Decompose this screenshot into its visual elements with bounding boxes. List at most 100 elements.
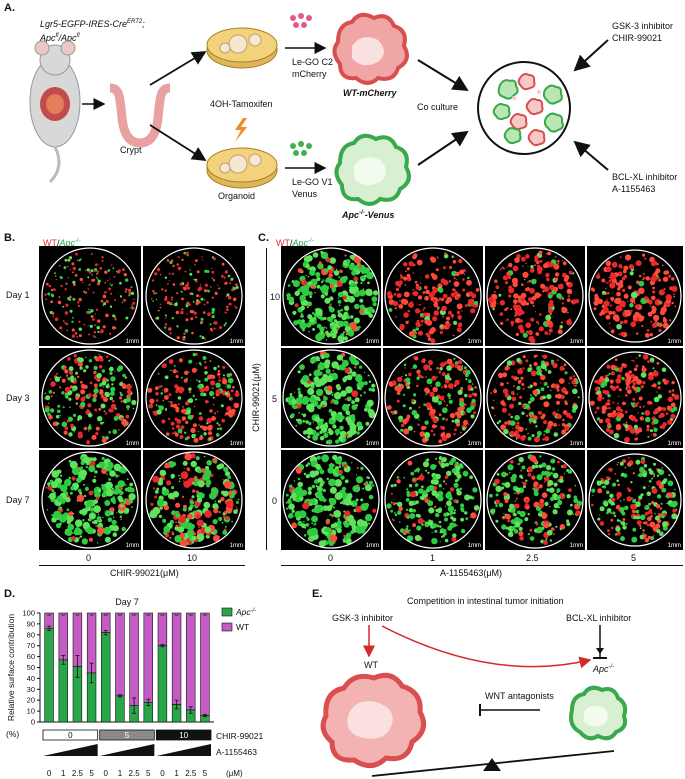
micrograph [145,349,243,447]
micrograph [588,351,682,445]
mouse-genotype-line1: Lgr5-EGFP-IRES-CreERT2; [40,19,145,29]
bar-wt [157,612,168,647]
y-tick-label: 100 [22,609,35,618]
coculture-well-icon [477,61,571,155]
apc-organoid-icon [334,133,411,206]
x-tick-label: 5 [89,769,94,778]
micrograph [486,349,584,447]
y-tick-label: 60 [27,652,35,661]
chart-title: Day 7 [115,597,139,607]
micrograph [282,349,380,447]
y-axis-label: Relative surface contribution [6,614,16,722]
x-tick-label: 1 [118,769,123,778]
concentration-ramp [99,744,155,756]
organoid-label: Organoid [218,191,256,201]
legend-swatch-apc [221,607,233,617]
image-tile: 1mm [281,348,381,448]
y-tick-label: 70 [27,641,35,650]
image-tile: 1mm [587,246,683,346]
x-tick-label: 0 [160,769,165,778]
y-tick-label: 0 [31,718,35,727]
mouse-icon [29,40,81,184]
vector1-line2: mCherry [292,69,327,79]
x-tick-label: 2.5 [72,769,84,778]
bar-wt [143,612,153,703]
x-tick-label: 5 [203,769,208,778]
apc-venus-label: Apc-/--Venus [342,210,395,220]
group-row-label: CHIR-99021 [216,731,264,741]
micrograph [588,249,682,343]
image-tile: 1mm [383,450,483,550]
image-tile: 1mm [143,450,245,550]
micrograph [282,247,380,345]
legend-label-apc: Apc-/- [235,607,256,617]
col-label: 5 [631,553,637,563]
image-tile: 1mm [485,348,585,448]
bar-wt [171,612,182,705]
y-unit-label: (%) [6,729,19,739]
x-tick-label: 1 [61,769,66,778]
micrograph [145,247,243,345]
micrograph [486,451,584,549]
group-label: 10 [179,731,188,740]
row-label: 10 [270,292,281,302]
bar-apc [101,632,111,723]
gsk-inhibitor-line2: CHIR-99021 [612,33,663,43]
apc-organoid-icon [569,685,628,741]
image-tile: 1mm [485,246,585,346]
y-tick-label: 20 [27,696,35,705]
group-box [99,729,155,741]
micrograph [486,247,584,345]
y-tick-label: 30 [27,685,35,694]
ramp-label: A-1155463 [216,747,257,757]
bar-apc [58,659,68,723]
panel-a-illustration [29,12,609,206]
group-label: 0 [68,731,73,740]
panel-e-label: E. [312,588,323,600]
panel-b-legend: WT/Apc-/- [43,238,81,248]
crypt-icon [109,83,171,148]
bar-apc [44,627,54,723]
x-tick-label: 2.5 [129,769,141,778]
panel-e-title: Competition in intestinal tumor initiati… [407,596,564,606]
fulcrum-icon [483,758,501,771]
y-tick-label: 10 [27,707,35,716]
micrograph [282,451,380,549]
vector2-line2: Venus [292,189,318,199]
panel-a-label: A. [4,2,15,14]
y-tick-label: 40 [27,674,35,683]
panel-e-diagram [320,625,628,777]
x-tick-label: 0 [104,769,109,778]
image-tile: 1mm [39,450,141,550]
x-tick-label: 1 [174,769,179,778]
col-label: 0 [86,553,92,563]
bcl-inhibitor-line1: BCL-XL inhibitor [612,172,678,182]
row-label-day1: Day 1 [6,290,30,300]
col-label: 2.5 [526,553,539,563]
group-label: 5 [125,731,130,740]
col-label: 0 [328,553,334,563]
y-tick-label: 90 [27,619,35,628]
legend-swatch-wt [221,622,233,632]
organoid-dish-icon [206,147,278,189]
group-box [155,729,212,741]
y-tick-label: 80 [27,630,35,639]
wt-label: WT [364,660,378,670]
mouse-genotype-line2: Apcfl/Apcfl [40,33,80,43]
x-axis-line [39,565,245,566]
bar-wt [58,612,68,661]
micrograph [384,349,482,447]
bcl-inhibitor-label: BCL-XL inhibitor [566,613,632,623]
wnt-antagonists-label: WNT antagonists [485,691,554,701]
image-tile: 1mm [281,246,381,346]
image-tile: 1mm [587,348,683,448]
bar-wt [200,612,210,716]
row-label: 5 [272,394,278,404]
image-tile: 1mm [143,246,245,346]
bar-wt [186,612,196,711]
bar-wt [129,612,139,706]
micrograph [384,247,482,345]
concentration-ramp [156,744,211,756]
panel-c-label: C. [258,232,269,244]
row-label-day3: Day 3 [6,393,30,403]
